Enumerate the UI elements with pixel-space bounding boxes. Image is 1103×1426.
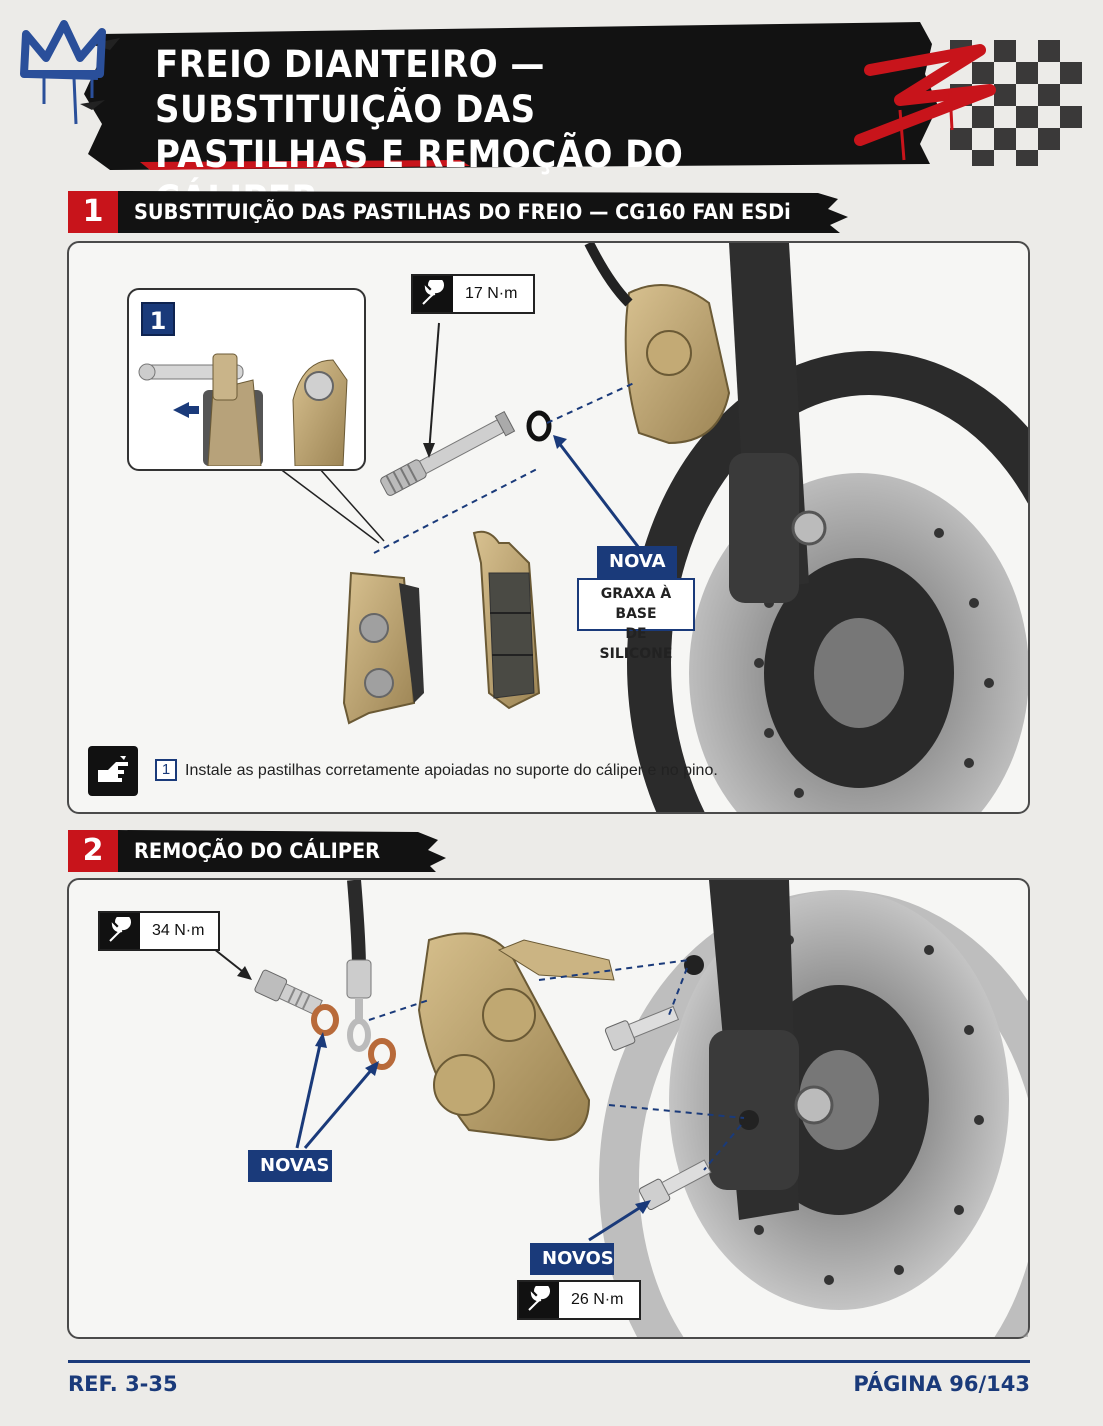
page-title-line1: FREIO DIANTEIRO — SUBSTITUIÇÃO DAS [155, 43, 545, 131]
section1-illustration [278, 243, 1028, 812]
torque-value: 26 N·m [571, 1291, 624, 1308]
crown-graffiti-icon [20, 20, 106, 125]
grease-note-line2: DE SILICONE [599, 626, 673, 662]
section1-title-bar [118, 191, 848, 233]
footer-rule [68, 1360, 1030, 1363]
wrench-icon [413, 276, 453, 312]
wrench-icon [519, 1282, 559, 1318]
torque-callout-17: 17 N·m [411, 274, 535, 314]
torque-value: 17 N·m [465, 285, 518, 302]
hand-pointer-icon [88, 746, 138, 796]
footer-page-number: PÁGINA 96/143 [853, 1372, 1030, 1396]
new-part-tag: NOVA [597, 546, 677, 578]
torque-value: 34 N·m [152, 922, 205, 939]
torque-callout-34: 34 N·m [98, 911, 220, 951]
section2-title-bar [118, 830, 446, 872]
torque-callout-26: 26 N·m [517, 1280, 641, 1320]
checkered-flag-icon [854, 40, 1082, 166]
new-bolts-tag: NOVOS [530, 1243, 614, 1275]
header-band [80, 22, 938, 170]
inset-step-badge: 1 [141, 302, 175, 336]
instruction-text: Instale as pastilhas corretamente apoiad… [185, 762, 718, 779]
inset-drawing [138, 353, 348, 466]
section2-title: REMOÇÃO DO CÁLIPER [134, 839, 381, 863]
instruction-step-badge: 1 [155, 759, 177, 781]
section2-number: 2 [68, 830, 118, 872]
wrench-icon [100, 913, 140, 949]
grease-note-line1: GRAXA À BASE [600, 586, 672, 622]
footer-ref: REF. 3-35 [68, 1372, 178, 1396]
section2-illustration [208, 880, 1028, 1337]
detail-inset: 1 [127, 288, 366, 471]
new-washers-tag: NOVAS [248, 1150, 332, 1182]
section1-number: 1 [68, 191, 118, 233]
section1-title: SUBSTITUIÇÃO DAS PASTILHAS DO FREIO — CG… [134, 200, 791, 224]
page-title: FREIO DIANTEIRO — SUBSTITUIÇÃO DAS PASTI… [155, 42, 817, 222]
grease-note: GRAXA À BASE DE SILICONE [577, 578, 695, 662]
